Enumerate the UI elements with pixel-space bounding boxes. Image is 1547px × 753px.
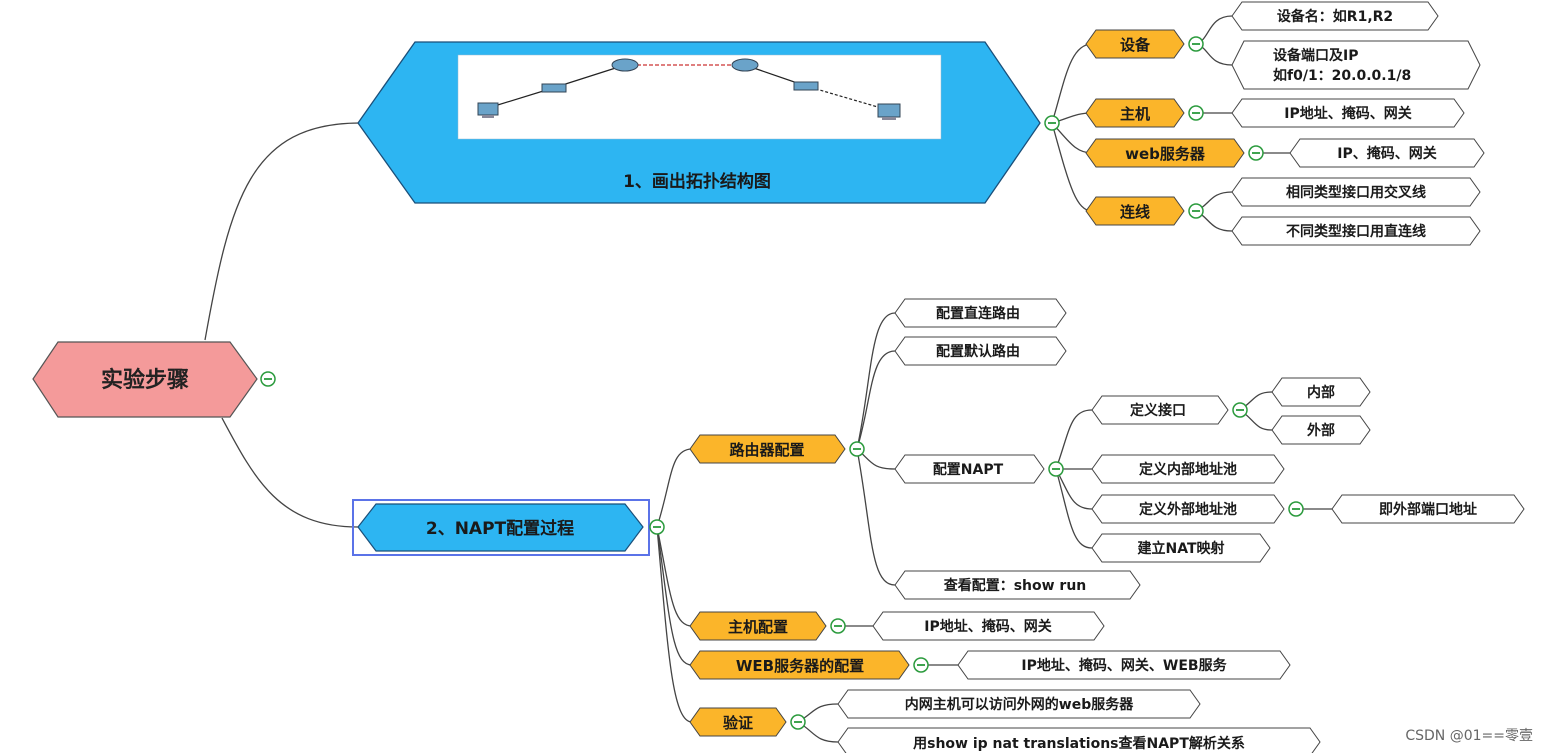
leaf-inner-pool-label: 定义内部地址池 xyxy=(1139,461,1237,478)
node-outer-pool-label: 定义外部地址池 xyxy=(1139,501,1237,518)
root-label: 实验步骤 xyxy=(101,367,189,393)
node-host-config-label: 主机配置 xyxy=(728,618,788,636)
node-napt-label: 配置NAPT xyxy=(933,461,1004,478)
leaf-outside[interactable]: 外部 xyxy=(1271,415,1371,445)
node-napt-collapse-toggle[interactable] xyxy=(1048,461,1064,477)
node-host[interactable]: 主机 xyxy=(1085,98,1185,128)
leaf-verify-access-label: 内网主机可以访问外网的web服务器 xyxy=(905,696,1134,713)
leaf-host-ip-label: IP地址、掩码、网关 xyxy=(1284,105,1411,122)
leaf-cable-crossover[interactable]: 相同类型接口用交叉线 xyxy=(1231,177,1481,207)
node-outer-pool[interactable]: 定义外部地址池 xyxy=(1091,494,1285,524)
node-verify-collapse-toggle[interactable] xyxy=(790,714,806,730)
leaf-outside-label: 外部 xyxy=(1307,422,1335,439)
node-verify-label: 验证 xyxy=(723,714,753,732)
node-web-config-label: WEB服务器的配置 xyxy=(736,657,864,675)
node-cabling-collapse-toggle[interactable] xyxy=(1188,203,1204,219)
node-napt[interactable]: 配置NAPT xyxy=(894,454,1045,484)
node-router-config[interactable]: 路由器配置 xyxy=(689,434,846,464)
pc-icon xyxy=(477,102,499,118)
server-icon xyxy=(877,103,901,120)
node-host-config[interactable]: 主机配置 xyxy=(689,611,827,641)
node-device[interactable]: 设备 xyxy=(1085,29,1185,59)
leaf-show-run[interactable]: 查看配置：show run xyxy=(894,570,1141,600)
selection-frame xyxy=(352,499,650,556)
leaf-web-config-ip-label: IP地址、掩码、网关、WEB服务 xyxy=(1021,657,1227,674)
router-icon xyxy=(611,58,639,72)
node-device-collapse-toggle[interactable] xyxy=(1188,36,1204,52)
node-host-config-collapse-toggle[interactable] xyxy=(830,618,846,634)
leaf-direct-route[interactable]: 配置直连路由 xyxy=(894,298,1067,328)
leaf-host-config-ip-label: IP地址、掩码、网关 xyxy=(924,618,1051,635)
leaf-device-port-line2: 如f0/1：20.0.0.1/8 xyxy=(1273,67,1411,84)
branch-napt-config[interactable]: 2、NAPT配置过程 xyxy=(352,499,650,556)
branch-topology-label: 1、画出拓扑结构图 xyxy=(623,171,771,192)
node-cabling-label: 连线 xyxy=(1120,203,1150,221)
node-define-interface-label: 定义接口 xyxy=(1130,402,1186,419)
node-web-server-collapse-toggle[interactable] xyxy=(1248,145,1264,161)
leaf-verify-access[interactable]: 内网主机可以访问外网的web服务器 xyxy=(837,689,1201,719)
leaf-inside[interactable]: 内部 xyxy=(1271,377,1371,407)
node-device-label: 设备 xyxy=(1120,36,1151,54)
leaf-default-route[interactable]: 配置默认路由 xyxy=(894,336,1067,366)
leaf-cable-crossover-label: 相同类型接口用交叉线 xyxy=(1286,184,1426,201)
leaf-host-config-ip[interactable]: IP地址、掩码、网关 xyxy=(872,611,1105,641)
leaf-device-port[interactable]: 设备端口及IP 如f0/1：20.0.0.1/8 xyxy=(1231,40,1481,90)
node-host-collapse-toggle[interactable] xyxy=(1188,105,1204,121)
branch-topology[interactable]: 1、画出拓扑结构图 xyxy=(357,41,1041,204)
root-node[interactable]: 实验步骤 xyxy=(32,341,258,418)
node-host-label: 主机 xyxy=(1120,105,1150,123)
leaf-nat-mapping-label: 建立NAT映射 xyxy=(1137,540,1224,557)
leaf-nat-mapping[interactable]: 建立NAT映射 xyxy=(1091,533,1271,563)
topology-image xyxy=(457,54,942,140)
node-web-config[interactable]: WEB服务器的配置 xyxy=(689,650,910,680)
branch-topology-collapse-toggle[interactable] xyxy=(1044,115,1060,131)
leaf-inner-pool[interactable]: 定义内部地址池 xyxy=(1091,454,1285,484)
router-icon xyxy=(731,58,759,72)
leaf-verify-translations-label: 用show ip nat translations查看NAPT解析关系 xyxy=(913,735,1245,752)
branch-napt-collapse-toggle[interactable] xyxy=(649,519,665,535)
leaf-host-ip[interactable]: IP地址、掩码、网关 xyxy=(1231,98,1465,128)
leaf-device-name[interactable]: 设备名：如R1,R2 xyxy=(1231,1,1439,31)
branch-napt-label: 2、NAPT配置过程 xyxy=(426,519,574,539)
leaf-web-ip[interactable]: IP、掩码、网关 xyxy=(1289,138,1485,168)
node-cabling[interactable]: 连线 xyxy=(1085,196,1185,226)
node-web-config-collapse-toggle[interactable] xyxy=(913,657,929,673)
node-web-server-label: web服务器 xyxy=(1125,145,1206,163)
leaf-default-route-label: 配置默认路由 xyxy=(936,343,1020,360)
leaf-web-ip-label: IP、掩码、网关 xyxy=(1337,145,1436,162)
leaf-outer-port-address[interactable]: 即外部端口地址 xyxy=(1331,494,1525,524)
node-router-config-label: 路由器配置 xyxy=(729,441,804,459)
leaf-web-config-ip[interactable]: IP地址、掩码、网关、WEB服务 xyxy=(957,650,1291,680)
root-collapse-toggle[interactable] xyxy=(260,371,276,387)
node-define-interface[interactable]: 定义接口 xyxy=(1091,395,1229,425)
leaf-outer-port-address-label: 即外部端口地址 xyxy=(1379,501,1477,518)
node-verify[interactable]: 验证 xyxy=(689,707,787,737)
leaf-show-run-label: 查看配置：show run xyxy=(944,577,1087,594)
leaf-device-name-label: 设备名：如R1,R2 xyxy=(1277,8,1393,25)
leaf-device-port-line1: 设备端口及IP xyxy=(1273,47,1358,64)
leaf-direct-route-label: 配置直连路由 xyxy=(936,305,1020,322)
node-router-config-collapse-toggle[interactable] xyxy=(849,441,865,457)
leaf-verify-translations[interactable]: 用show ip nat translations查看NAPT解析关系 xyxy=(837,727,1321,753)
leaf-cable-straight-label: 不同类型接口用直连线 xyxy=(1286,223,1426,240)
node-define-interface-collapse-toggle[interactable] xyxy=(1232,402,1248,418)
watermark: CSDN @01==零壹 xyxy=(1405,728,1533,744)
leaf-inside-label: 内部 xyxy=(1307,384,1335,401)
node-web-server[interactable]: web服务器 xyxy=(1085,138,1245,168)
leaf-cable-straight[interactable]: 不同类型接口用直连线 xyxy=(1231,216,1481,246)
switch-icon xyxy=(541,83,567,93)
node-outer-pool-collapse-toggle[interactable] xyxy=(1288,501,1304,517)
switch-icon xyxy=(793,81,819,91)
